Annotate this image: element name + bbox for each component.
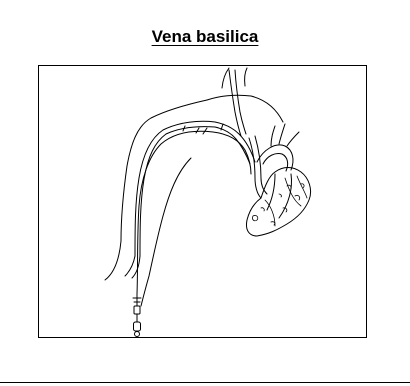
heart-texture bbox=[252, 184, 304, 225]
neck-outline-right bbox=[245, 68, 247, 86]
heart-outline bbox=[246, 168, 310, 237]
superior-vena-cava-inner bbox=[255, 136, 267, 194]
shoulder-line bbox=[207, 95, 283, 122]
catheter bbox=[137, 131, 251, 294]
heart-chamber-line bbox=[267, 174, 275, 210]
catheter-cap bbox=[134, 322, 141, 331]
illustration-frame bbox=[38, 65, 367, 338]
arch-branch-2 bbox=[279, 124, 285, 144]
lower-vein bbox=[125, 256, 135, 276]
arch-branch-3 bbox=[287, 132, 299, 146]
basilic-vein bbox=[135, 121, 215, 256]
catheter-cap-end bbox=[135, 332, 140, 337]
bottom-divider bbox=[0, 382, 410, 383]
subclavian-vein bbox=[215, 122, 255, 162]
arch-branch-1 bbox=[271, 126, 275, 146]
picc-line-illustration bbox=[39, 66, 368, 339]
jugular-vein bbox=[229, 70, 241, 136]
heart-chamber-line-2 bbox=[279, 174, 292, 218]
arm-inner-outline bbox=[141, 158, 191, 306]
catheter-hub bbox=[134, 306, 140, 314]
neck-outline bbox=[222, 68, 229, 88]
lower-vein-inner bbox=[132, 256, 140, 278]
coronary-vessels bbox=[265, 176, 307, 226]
subclavian-vein-inner bbox=[215, 127, 250, 164]
basilic-vein-inner bbox=[140, 127, 215, 256]
page-title: Vena basilica bbox=[0, 27, 410, 47]
